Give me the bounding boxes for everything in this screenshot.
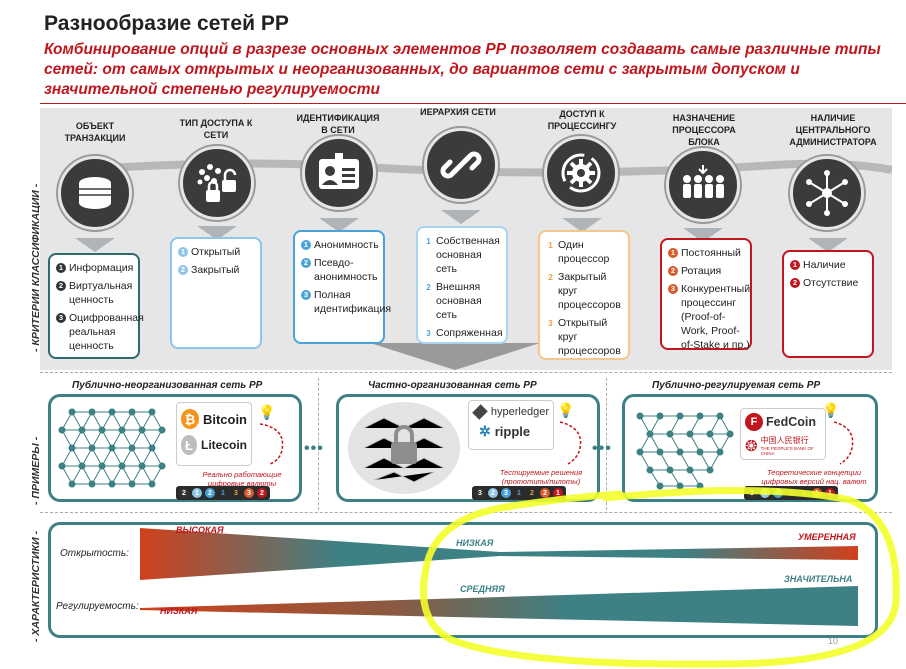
gradient-wedges	[140, 528, 858, 626]
rating-bar: 3 2 3 1 2 2 1	[472, 486, 566, 500]
criteria-option: Сопряженная	[436, 327, 503, 339]
arrow-curve-icon	[833, 421, 854, 465]
criteria-option: Анонимность	[314, 239, 379, 251]
gear-refresh-icon	[544, 136, 618, 210]
criteria-option: Закрытый	[191, 264, 240, 276]
chain-link-icon	[424, 128, 498, 202]
ripple-icon: ✲	[479, 423, 491, 439]
regulated-network-icon	[636, 412, 734, 490]
lightbulb-icon: 💡	[258, 404, 276, 420]
bitcoin-icon: ₿	[181, 409, 199, 429]
examples-top-divider	[40, 372, 892, 373]
bitcoin-logo-text: Bitcoin	[202, 411, 247, 427]
criteria-option: Ротация	[681, 265, 722, 277]
litecoin-logo-text: Litecoin	[200, 438, 247, 452]
example-note: Реально работающие цифровые валюты	[202, 470, 282, 488]
criteria-option: Закрытый круг процессоров	[558, 271, 621, 311]
regulation-significant-label: ЗНАЧИТЕЛЬНА	[784, 574, 853, 584]
criteria-option: Виртуальная ценность	[69, 280, 133, 306]
criteria-option: Внешняя основная сеть	[436, 281, 482, 321]
litecoin-icon: Ł	[181, 435, 197, 455]
criteria-title-block-processor: НАЗНАЧЕНИЕ ПРОЦЕССОРА БЛОКА	[672, 113, 736, 147]
closed-network-icon	[348, 402, 460, 494]
example-title-public-unorganized: Публично-неорганизованная сеть РР	[72, 380, 263, 391]
regulation-low-label: НИЗКАЯ	[160, 606, 198, 616]
criteria-arrow	[562, 218, 602, 232]
criteria-arrow	[441, 210, 481, 224]
characteristics-divider	[40, 512, 892, 513]
criteria-option: Открытый круг процессоров	[558, 317, 621, 357]
ripple-logo-text: ripple	[494, 424, 531, 439]
examples-divider	[318, 378, 319, 510]
example-note: Тестируемые решения (прототипы/пилоты)	[499, 468, 583, 486]
criteria-arrow	[319, 218, 359, 232]
examples-divider	[606, 378, 607, 510]
criteria-option: Открытый	[191, 246, 241, 258]
fedcoin-logo-text: FedCoin	[766, 415, 816, 429]
divider	[40, 103, 906, 104]
criteria-option: Один процессор	[558, 239, 610, 265]
page-title: Разнообразие сетей РР	[44, 12, 289, 35]
enterprise-logos: hyperledger ✲ripple	[468, 400, 554, 450]
criteria-option: Постоянный	[681, 247, 741, 259]
page-subtitle: Комбинирование опций в разрезе основных …	[44, 41, 881, 98]
pboc-logo-text: 中国人民银行	[760, 436, 809, 445]
criteria-arrow	[75, 238, 115, 252]
openness-low-label: НИЗКАЯ	[456, 538, 494, 548]
people-group-icon	[666, 148, 740, 222]
example-title-private-organized: Частно-организованная сеть РР	[368, 380, 537, 391]
example-note: Теоретические концепции цифровых версий …	[761, 468, 867, 486]
mesh-network-icon	[58, 408, 166, 488]
regulation-label: Регулируемость:	[56, 601, 139, 612]
criteria-option: Полная идентификация	[314, 289, 392, 315]
criteria-option: Псевдо-анонимность	[314, 257, 378, 283]
example-title-public-regulated: Публично-регулируемая сеть РР	[652, 380, 821, 391]
openness-high-label: ВЫСОКАЯ	[176, 525, 224, 535]
hub-network-icon	[790, 156, 864, 230]
rating-bar: 2 1 2 1 3 3 2	[176, 486, 270, 500]
coin-stack-icon	[58, 156, 132, 230]
id-card-icon	[302, 136, 376, 210]
criteria-option: Наличие	[803, 259, 846, 271]
criteria-arrow	[197, 226, 237, 240]
criteria-title-identification: ИДЕНТИФИКАЦИЯ В СЕТИ	[296, 113, 380, 135]
criteria-option: Конкурентный процессинг (Proof-of-Work, …	[681, 283, 751, 351]
arrow-curve-icon	[559, 421, 582, 465]
arrow-curve-icon	[259, 423, 284, 465]
ellipsis: •••	[592, 440, 612, 457]
criteria-option: Собственная основная сеть	[436, 235, 500, 275]
lightbulb-icon: 💡	[822, 402, 840, 418]
hyperledger-logo-text: hyperledger	[490, 406, 549, 418]
criteria-arrow	[808, 238, 848, 252]
criteria-title-transaction-object: ОБЪЕКТ ТРАНЗАКЦИИ	[64, 121, 126, 143]
criteria-title-central-admin: НАЛИЧИЕ ЦЕНТРАЛЬНОГО АДМИНИСТРАТОРА	[789, 113, 877, 147]
criteria-option: Оцифрованная реальная ценность	[69, 312, 144, 352]
network-lock-icon	[180, 146, 254, 220]
regulation-medium-label: СРЕДНЯЯ	[460, 584, 505, 594]
pboc-logo-subtext: THE PEOPLE'S BANK OF CHINA	[760, 446, 814, 456]
criteria-title-access-type: ТИП ДОСТУПА К СЕТИ	[179, 118, 253, 140]
criteria-option: Информация	[69, 262, 134, 274]
openness-moderate-label: УМЕРЕННАЯ	[798, 532, 856, 542]
openness-label: Открытость:	[60, 548, 129, 559]
ellipsis: •••	[304, 440, 324, 457]
pboc-emblem-icon: ❂	[745, 437, 758, 455]
page-number: 10	[828, 636, 839, 646]
lightbulb-icon: 💡	[557, 402, 575, 418]
criteria-title-processing-access: ДОСТУП К ПРОЦЕССИНГУ	[547, 109, 617, 131]
fedcoin-icon: F	[745, 413, 763, 431]
criteria-title-hierarchy: ИЕРАРХИЯ СЕТИ	[420, 107, 496, 117]
criteria-option: Отсутствие	[803, 277, 859, 289]
